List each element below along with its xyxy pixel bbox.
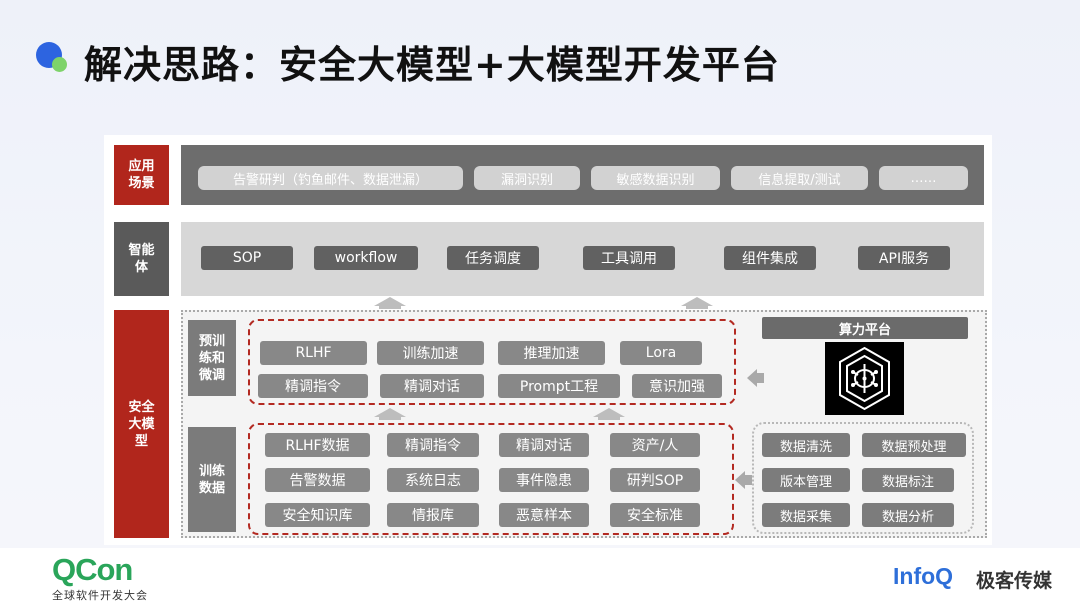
layer-label-security-model: 安全 大模 型 bbox=[114, 310, 169, 538]
infoq-chinese-name: 极客传媒 bbox=[976, 570, 1053, 592]
layer-label-agent: 智能 体 bbox=[114, 222, 169, 296]
footer bbox=[0, 548, 1080, 607]
qcon-subtitle: 全球软件开发大会 bbox=[52, 589, 148, 602]
up-arrow-icon bbox=[681, 297, 713, 306]
app-item-sensitive-data: 敏感数据识别 bbox=[591, 166, 720, 190]
app-item-more: …… bbox=[879, 166, 968, 190]
pretrain-item-awareness: 意识加强 bbox=[632, 374, 722, 398]
pretrain-item-finetune-instr: 精调指令 bbox=[258, 374, 368, 398]
pretrain-group bbox=[248, 319, 736, 405]
pretrain-item-infer-accel: 推理加速 bbox=[498, 341, 605, 365]
left-arrow-icon bbox=[735, 471, 745, 489]
training-data-group bbox=[248, 423, 734, 535]
left-arrow-icon bbox=[747, 369, 757, 387]
tool-item-labeling: 数据标注 bbox=[862, 468, 954, 492]
compute-platform-title: 算力平台 bbox=[762, 317, 968, 339]
pretrain-item-prompt-eng: Prompt工程 bbox=[498, 374, 620, 398]
ai-chip-icon bbox=[825, 342, 904, 415]
up-arrow-icon bbox=[374, 408, 406, 417]
data-item-knowledge-base: 安全知识库 bbox=[265, 503, 370, 527]
pretrain-item-rlhf: RLHF bbox=[260, 341, 367, 365]
tool-item-cleaning: 数据清洗 bbox=[762, 433, 850, 457]
data-tools-group bbox=[752, 422, 974, 534]
agent-item-workflow: workflow bbox=[314, 246, 418, 270]
agent-item-sop: SOP bbox=[201, 246, 293, 270]
app-item-alert-triage: 告警研判（钓鱼邮件、数据泄漏） bbox=[198, 166, 463, 190]
tool-item-versioning: 版本管理 bbox=[762, 468, 850, 492]
infoq-logo: InfoQ bbox=[893, 563, 954, 589]
data-item-syslog: 系统日志 bbox=[387, 468, 479, 492]
left-arrow-stem bbox=[757, 373, 764, 383]
data-item-triage-sop: 研判SOP bbox=[610, 468, 700, 492]
app-item-vuln-detect: 漏洞识别 bbox=[474, 166, 580, 190]
up-arrow-stem bbox=[598, 416, 620, 420]
left-arrow-stem bbox=[745, 475, 752, 485]
agent-item-component-integration: 组件集成 bbox=[724, 246, 816, 270]
up-arrow-stem bbox=[686, 305, 708, 309]
pretrain-item-train-accel: 训练加速 bbox=[377, 341, 484, 365]
tool-item-collection: 数据采集 bbox=[762, 503, 850, 527]
tool-item-analysis: 数据分析 bbox=[862, 503, 954, 527]
page-title: 解决思路：安全大模型+大模型开发平台 bbox=[84, 43, 780, 87]
data-item-rlhf: RLHF数据 bbox=[265, 433, 370, 457]
up-arrow-stem bbox=[379, 416, 401, 420]
data-item-alert: 告警数据 bbox=[265, 468, 370, 492]
agent-item-task-scheduling: 任务调度 bbox=[447, 246, 539, 270]
data-item-malware: 恶意样本 bbox=[499, 503, 589, 527]
up-arrow-stem bbox=[379, 305, 401, 309]
section-label-pretrain: 预训 练和 微调 bbox=[188, 320, 236, 396]
tool-item-preprocess: 数据预处理 bbox=[862, 433, 966, 457]
pretrain-item-finetune-dialog: 精调对话 bbox=[380, 374, 484, 398]
app-item-info-extract: 信息提取/测试 bbox=[731, 166, 868, 190]
up-arrow-icon bbox=[593, 408, 625, 417]
layer-label-application: 应用 场景 bbox=[114, 145, 169, 205]
pretrain-item-lora: Lora bbox=[620, 341, 702, 365]
agent-item-tool-call: 工具调用 bbox=[583, 246, 675, 270]
up-arrow-icon bbox=[374, 297, 406, 306]
data-item-asset-person: 资产/人 bbox=[610, 433, 700, 457]
title-dot-green bbox=[52, 57, 67, 72]
section-label-training-data: 训练 数据 bbox=[188, 427, 236, 532]
data-item-finetune-instr: 精调指令 bbox=[387, 433, 479, 457]
data-item-finetune-dialog: 精调对话 bbox=[499, 433, 589, 457]
data-item-standards: 安全标准 bbox=[610, 503, 700, 527]
data-item-intel: 情报库 bbox=[387, 503, 479, 527]
data-item-incident: 事件隐患 bbox=[499, 468, 589, 492]
agent-item-api-service: API服务 bbox=[858, 246, 950, 270]
qcon-logo: QCon bbox=[52, 552, 133, 587]
